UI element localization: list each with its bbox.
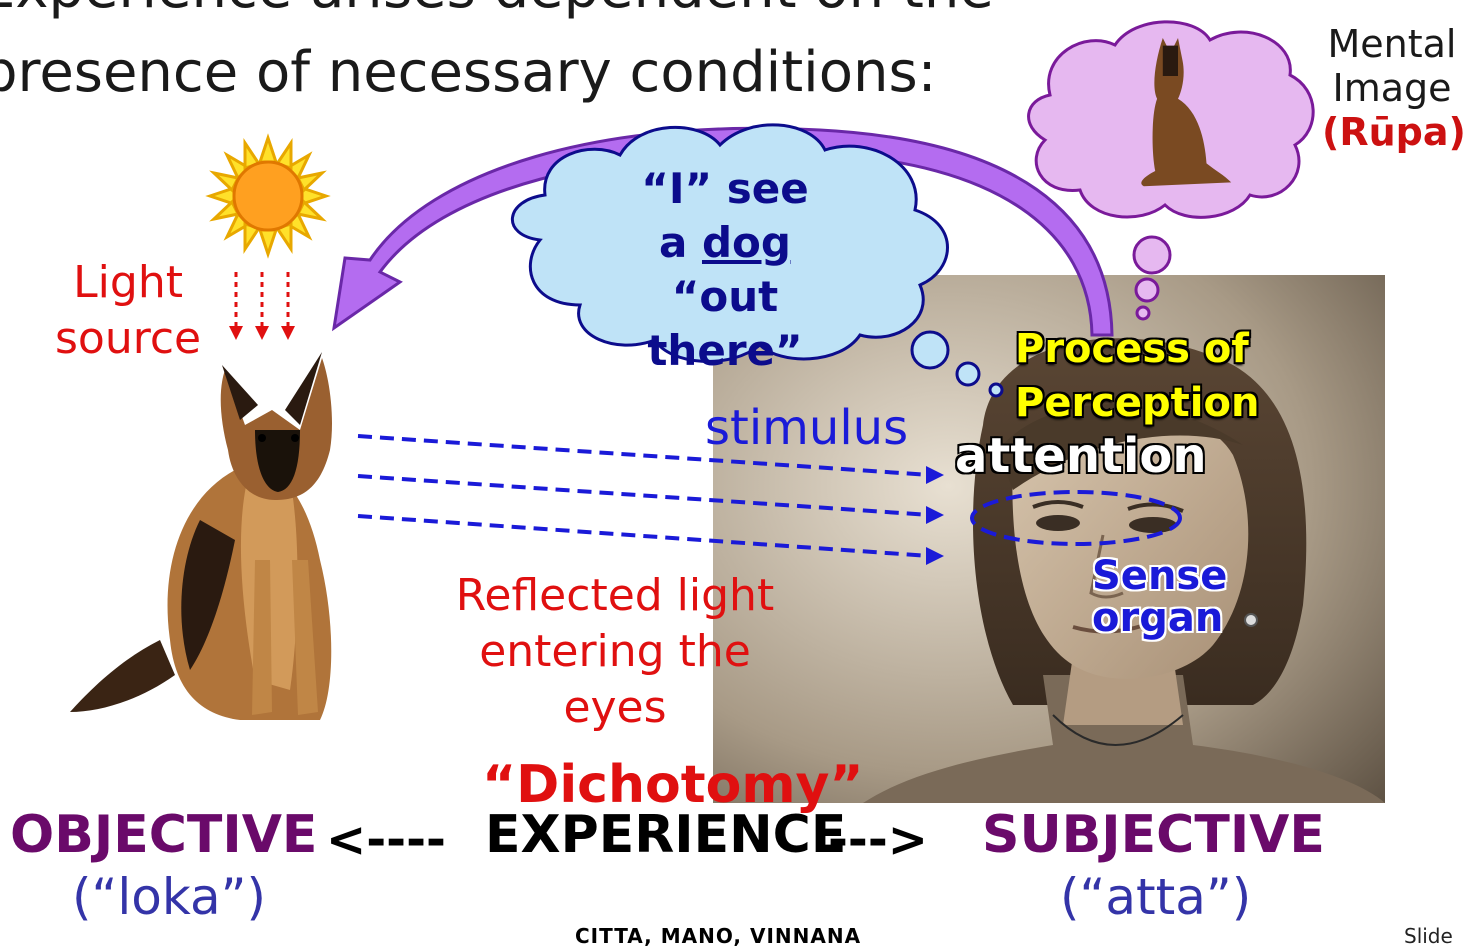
subjective-label: SUBJECTIVE [982,805,1325,865]
process-of-perception-label: Process of Perception [1015,322,1259,430]
reflected-line-2: entering the eyes [435,624,795,736]
loka-label: (“loka”) [72,868,266,926]
stimulus-label: stimulus [705,400,908,456]
thought-text: “I” see a dog “out there” [590,162,860,378]
sense-organ-ellipse [972,492,1180,544]
dog-image [70,352,332,720]
sense-line: Sense [1092,555,1227,597]
right-arrow: ---> [828,812,928,868]
experience-label: EXPERIENCE [485,805,846,865]
left-arrow: <---- [326,812,446,868]
dog-word: dog [702,218,791,267]
slide-label: Slide [1404,924,1453,948]
objective-label: OBJECTIVE [10,805,317,865]
light-label: Light [55,255,201,311]
light-rays [229,272,295,340]
footer-text: CITTA, MANO, VINNANA [575,924,861,948]
mental-image-label: Mental Image (Rūpa) [1322,22,1462,154]
process-line-2: Perception [1015,376,1259,430]
sense-organ-label: Sense organ [1092,555,1227,639]
source-label: source [55,311,201,367]
sun-icon [210,138,326,254]
reflected-line-1: Reflected light [435,568,795,624]
reflected-light-label: Reflected light entering the eyes [435,568,795,736]
process-line-1: Process of [1015,322,1259,376]
attention-label: attention [955,428,1207,484]
organ-line: organ [1092,597,1227,639]
rupa-label: (Rūpa) [1322,110,1462,154]
atta-label: (“atta”) [1060,868,1251,926]
light-source-label: Light source [55,255,201,367]
thought-line-3: “out there” [590,270,860,378]
mental-label: Mental [1322,22,1462,66]
thought-line-2: a dog [590,216,860,270]
thought-line-1: “I” see [590,162,860,216]
image-label: Image [1322,66,1462,110]
thought-line-2-prefix: a [659,218,702,267]
